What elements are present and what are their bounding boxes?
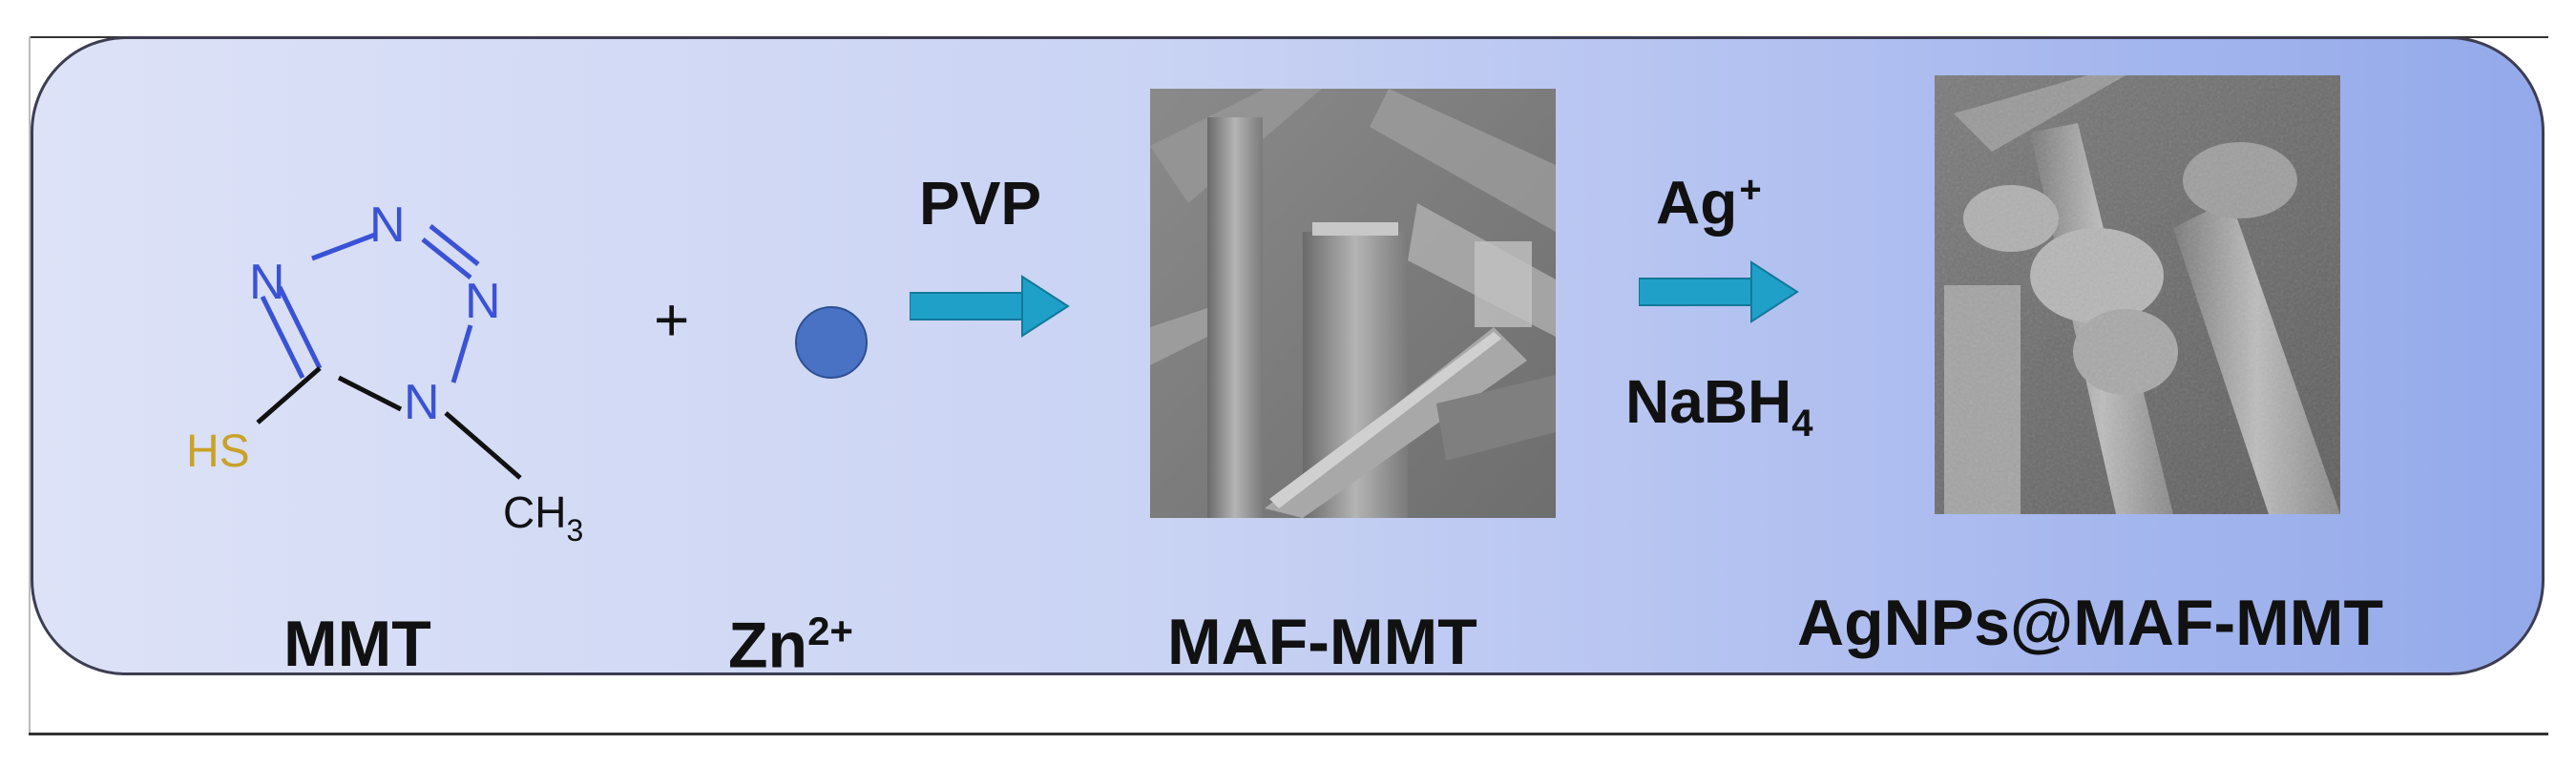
arrow-step2-head: [1750, 260, 1799, 323]
label-maf-mmt: MAF-MMT: [1167, 606, 1477, 675]
arrow-step2: [1639, 260, 1799, 323]
mmt-bonds: [256, 224, 522, 480]
mmt-structure: N N N N HS CH3: [186, 197, 583, 548]
atom-n4: N: [249, 255, 285, 310]
arrow-step1: [910, 275, 1070, 338]
plus-sign: +: [654, 285, 690, 354]
sem-image-maf-mmt: [1150, 89, 1556, 518]
scheme-panel: N N N N HS CH3 + PVP: [31, 36, 2545, 675]
reagent-nabh4: NaBH4: [1625, 367, 1813, 445]
atom-ch3: CH3: [503, 487, 583, 548]
label-zinc-ion: Zn2+: [728, 609, 853, 675]
sem-image-agnps-maf-mmt: [1935, 75, 2340, 514]
arrow-step1-head: [1021, 275, 1070, 338]
zinc-ion-dot: [795, 306, 868, 379]
reagent-silver-ion: Ag+: [1656, 168, 1762, 238]
label-agnps-maf-mmt: AgNPs@MAF-MMT: [1797, 587, 2383, 659]
arrow-step2-shaft: [1639, 278, 1754, 306]
reagent-pvp: PVP: [919, 169, 1042, 238]
atom-n1: N: [369, 197, 406, 253]
atom-hs: HS: [186, 426, 250, 477]
figure-left-border: [29, 36, 31, 734]
figure-bottom-border: [29, 733, 2548, 735]
label-mmt: MMT: [283, 608, 431, 675]
figure-top-border: [29, 0, 2548, 38]
atom-n3: N: [404, 375, 440, 430]
arrow-step1-shaft: [910, 292, 1025, 320]
atom-n2: N: [465, 274, 501, 329]
